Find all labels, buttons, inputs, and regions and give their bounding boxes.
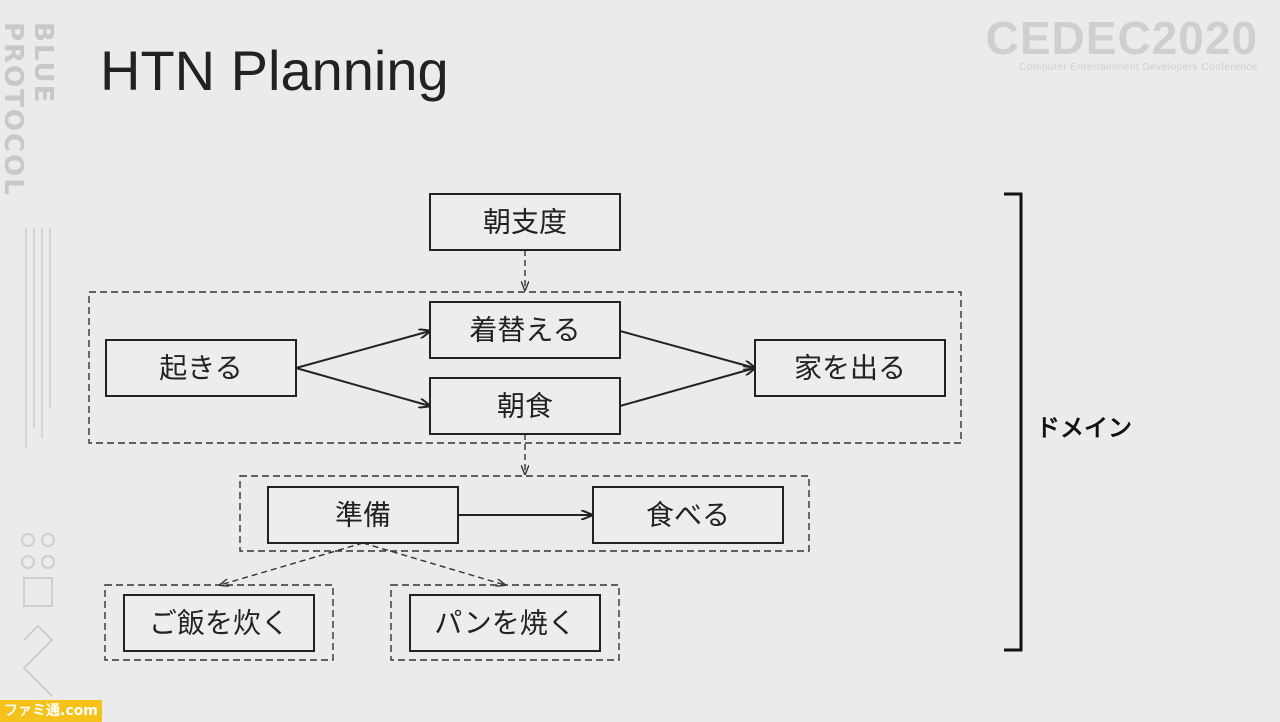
edge-okiru-to-choshoku xyxy=(295,367,430,406)
node-kigaeru-label: 着替える xyxy=(469,314,580,347)
edge-kigaeru-to-ie xyxy=(619,330,755,368)
node-asashitaku: 朝支度 xyxy=(429,193,621,251)
node-junbi: 準備 xyxy=(267,486,459,544)
side-decoration xyxy=(25,228,51,448)
edge-junbi-to-gohan xyxy=(220,542,364,585)
node-okiru: 起きる xyxy=(105,339,297,397)
node-gohan: ご飯を炊く xyxy=(123,594,315,652)
event-logo: CEDEC2020 Computer Entertainment Develop… xyxy=(986,14,1258,73)
edge-choshoku-to-ie xyxy=(619,368,755,407)
node-taberu: 食べる xyxy=(592,486,784,544)
slide-title: HTN Planning xyxy=(100,39,449,102)
node-gohan-label: ご飯を炊く xyxy=(149,607,289,640)
edge-okiru-to-kigaeru xyxy=(295,331,430,369)
node-kigaeru: 着替える xyxy=(429,301,621,359)
domain-label: ドメイン xyxy=(1036,414,1132,442)
node-choshoku-label: 朝食 xyxy=(497,390,553,423)
brand-logo-vertical: BLUE PROTOCOL xyxy=(0,22,58,197)
group-main-tasks xyxy=(88,291,962,444)
node-ie-wo-deru: 家を出る xyxy=(754,339,946,397)
event-logo-text: CEDEC2020 xyxy=(985,12,1258,64)
node-asashitaku-label: 朝支度 xyxy=(483,206,567,239)
side-emblems xyxy=(21,533,55,697)
edge-junbi-to-pan xyxy=(362,542,505,585)
node-ie-wo-deru-label: 家を出る xyxy=(794,352,906,385)
node-junbi-label: 準備 xyxy=(335,499,391,532)
node-pan: パンを焼く xyxy=(409,594,601,652)
node-taberu-label: 食べる xyxy=(646,499,730,532)
node-pan-label: パンを焼く xyxy=(434,607,575,640)
watermark: ファミ通.com xyxy=(0,700,102,722)
node-okiru-label: 起きる xyxy=(159,352,242,385)
group-preparation xyxy=(239,475,810,552)
domain-bracket xyxy=(1004,192,1023,652)
node-choshoku: 朝食 xyxy=(429,377,621,435)
event-subtitle: Computer Entertainment Developers Confer… xyxy=(1019,62,1258,73)
